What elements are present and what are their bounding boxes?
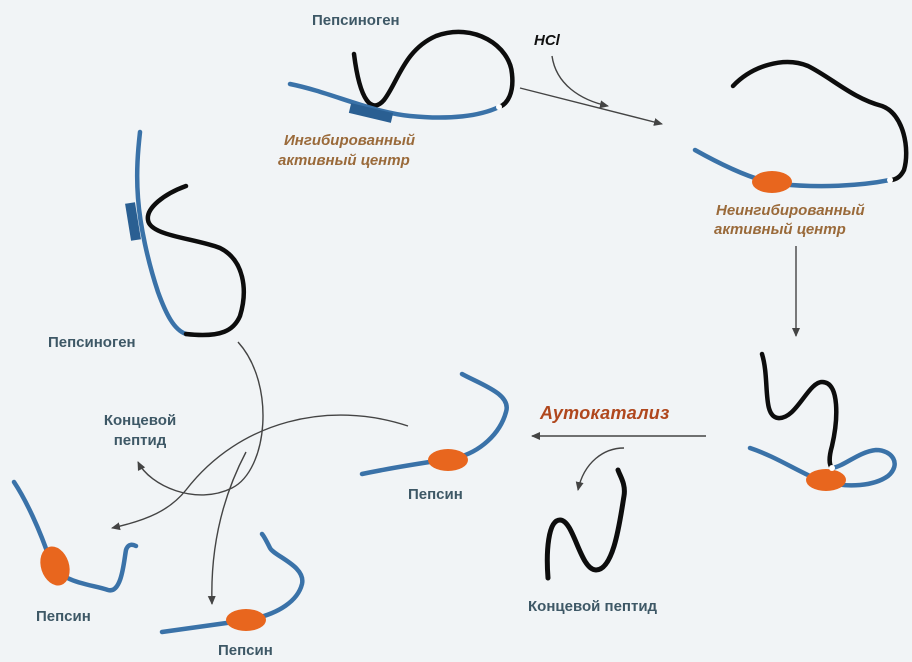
- label-hcl: HCl: [534, 32, 560, 50]
- active-site: [752, 171, 792, 193]
- label-inhibited-site-1: Ингибированный: [284, 132, 415, 150]
- active-site: [806, 469, 846, 491]
- inhibited-active-site: [130, 203, 136, 240]
- label-uninhibited-site-1: Неингибированный: [716, 202, 865, 220]
- label-end-peptide-left-2: пептид: [90, 432, 190, 450]
- pepsin-molecule-center: [362, 374, 507, 474]
- end-peptide-chain: [148, 186, 244, 335]
- arrow-pepsinogen-to-active: [520, 88, 662, 124]
- end-peptide-chain: [733, 62, 906, 180]
- protein-chain: [14, 482, 136, 590]
- arrow-to-pepsin-bottom: [212, 452, 246, 604]
- end-peptide-chain: [354, 32, 512, 107]
- cleaving-molecule-right: [750, 354, 895, 491]
- label-pepsin-bottom: Пепсин: [218, 642, 273, 660]
- cleavage-point: [496, 104, 502, 110]
- label-pepsin-center: Пепсин: [408, 486, 463, 504]
- pepsin-molecule-left: [14, 482, 136, 590]
- label-pepsin-left: Пепсин: [36, 608, 91, 626]
- protein-chain: [290, 84, 499, 118]
- pepsin-molecule-bottom: [162, 534, 302, 632]
- active-site: [226, 609, 266, 631]
- free-end-peptide: [547, 470, 624, 578]
- arrows: [112, 56, 796, 604]
- cleavage-point: [829, 465, 835, 471]
- pepsinogen-molecule-top: [290, 32, 512, 118]
- active-site: [428, 449, 468, 471]
- label-pepsinogen-top: Пепсиноген: [312, 12, 400, 30]
- activated-molecule-right: [695, 62, 906, 193]
- cleavage-point: [887, 177, 893, 183]
- pepsinogen-molecule-left: [130, 132, 244, 335]
- active-site: [36, 543, 75, 590]
- protein-chain: [695, 150, 890, 186]
- label-uninhibited-site-2: активный центр: [714, 221, 846, 239]
- end-peptide-chain: [762, 354, 836, 468]
- label-inhibited-site-2: активный центр: [278, 152, 410, 170]
- label-end-peptide-bottom: Концевой пептид: [528, 598, 657, 616]
- inhibited-active-site: [350, 108, 392, 118]
- label-pepsinogen-left: Пепсиноген: [48, 334, 136, 352]
- label-end-peptide-left-1: Концевой: [90, 412, 190, 430]
- label-autocatalysis: Аутокатализ: [540, 404, 670, 422]
